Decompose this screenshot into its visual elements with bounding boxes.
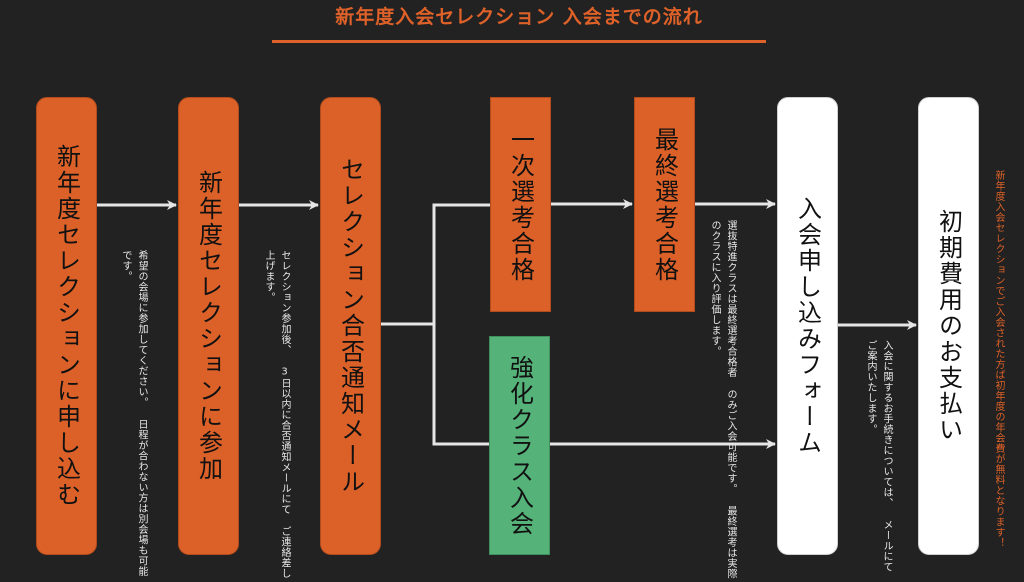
step-attend-label: 新年度セレクションに参加 xyxy=(194,170,223,482)
step-join-form: 入会申し込みフォーム xyxy=(777,97,838,555)
note-apply-line-1: 希望の会場に参加してください。 xyxy=(136,250,147,408)
step-final-pass-label: 最終選考合格 xyxy=(650,126,679,283)
note-attend: セレクション参加後、 3日以内に合否通知メールにて ご連絡差し上げます。 xyxy=(260,250,292,582)
note-attend-line-2: ご連絡差し上げます。 xyxy=(263,250,290,579)
note-form-line-2: メールにてご案内いたします。 xyxy=(865,340,892,572)
step-apply: 新年度セレクションに申し込む xyxy=(36,97,97,555)
note-apply-line-2: 日程が合わない方は別会場も可能です。 xyxy=(120,250,147,577)
step-final-pass: 最終選考合格 xyxy=(634,97,695,312)
step-first-pass-label: 一次選考合格 xyxy=(506,126,535,283)
note-final-line-2: のみご入会可能です。 xyxy=(725,389,736,494)
step-initial-payment: 初期費用のお支払い xyxy=(918,97,979,555)
step-attend: 新年度セレクションに参加 xyxy=(178,97,239,555)
step-first-pass: 一次選考合格 xyxy=(490,97,551,312)
step-initial-payment-label: 初期費用のお支払い xyxy=(934,209,963,443)
step-join-form-label: 入会申し込みフォーム xyxy=(793,196,822,456)
note-final-line-3: 最終選考は実際のクラスに入り評価します。 xyxy=(709,220,736,579)
step-result-mail: セレクション合否通知メール xyxy=(320,97,381,555)
step-reinforce-class-label: 強化クラス入会 xyxy=(505,354,534,537)
branch-connector xyxy=(432,203,490,446)
note-attend-line-1: セレクション参加後、 3日以内に合否通知メールにて xyxy=(279,250,290,515)
step-result-mail-label: セレクション合否通知メール xyxy=(336,157,365,495)
note-form: 入会に関するお手続きについては、 メールにてご案内いたします。 xyxy=(862,340,894,582)
page-title: 新年度入会セレクション 入会までの流れ xyxy=(335,6,703,28)
title-underline xyxy=(272,40,766,43)
note-form-line-1: 入会に関するお手続きについては、 xyxy=(881,340,892,508)
note-final-line-1: 選抜特進クラスは最終選考合格者 xyxy=(725,220,736,378)
note-final: 選抜特進クラスは最終選考合格者 のみご入会可能です。 最終選考は実際のクラスに入… xyxy=(706,220,738,582)
note-payment: 新年度入会セレクションでご入会された方ば初年度の年会費が無料となります！ xyxy=(990,170,1006,548)
step-reinforce-class: 強化クラス入会 xyxy=(489,336,550,555)
note-payment-line-1: 新年度入会セレクションでご入会された方ば初年度の年会費が無料となります！ xyxy=(993,170,1004,548)
note-apply: 希望の会場に参加してください。 日程が合わない方は別会場も可能です。 xyxy=(117,250,149,582)
step-apply-label: 新年度セレクションに申し込む xyxy=(52,144,81,508)
